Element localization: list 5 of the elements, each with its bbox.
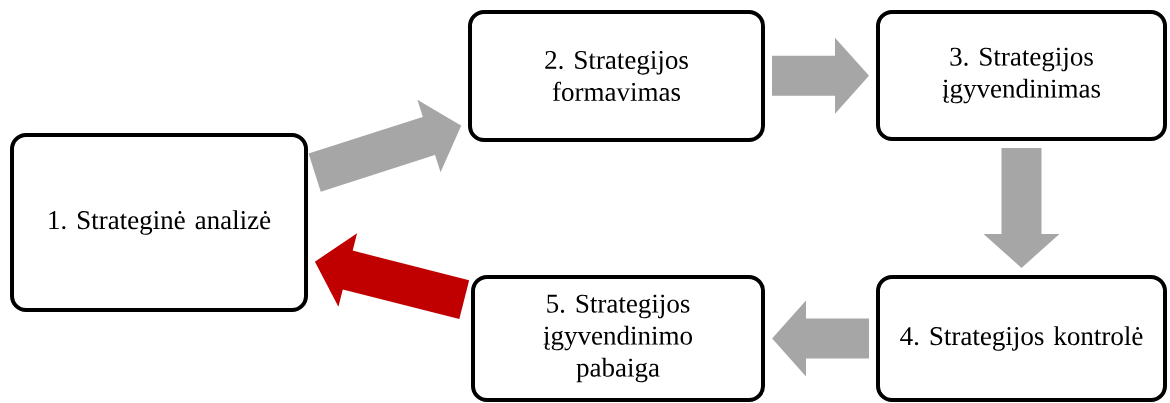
process-box: 3. Strategijos įgyvendinimas — [876, 10, 1167, 141]
process-box: 4. Strategijos kontrolė — [876, 275, 1167, 402]
process-box: 1. Strateginė analizė — [10, 133, 308, 312]
process-box: 2. Strategijos formavimas — [468, 10, 765, 142]
process-box: 5. Strategijos įgyvendinimo pabaiga — [471, 275, 765, 402]
